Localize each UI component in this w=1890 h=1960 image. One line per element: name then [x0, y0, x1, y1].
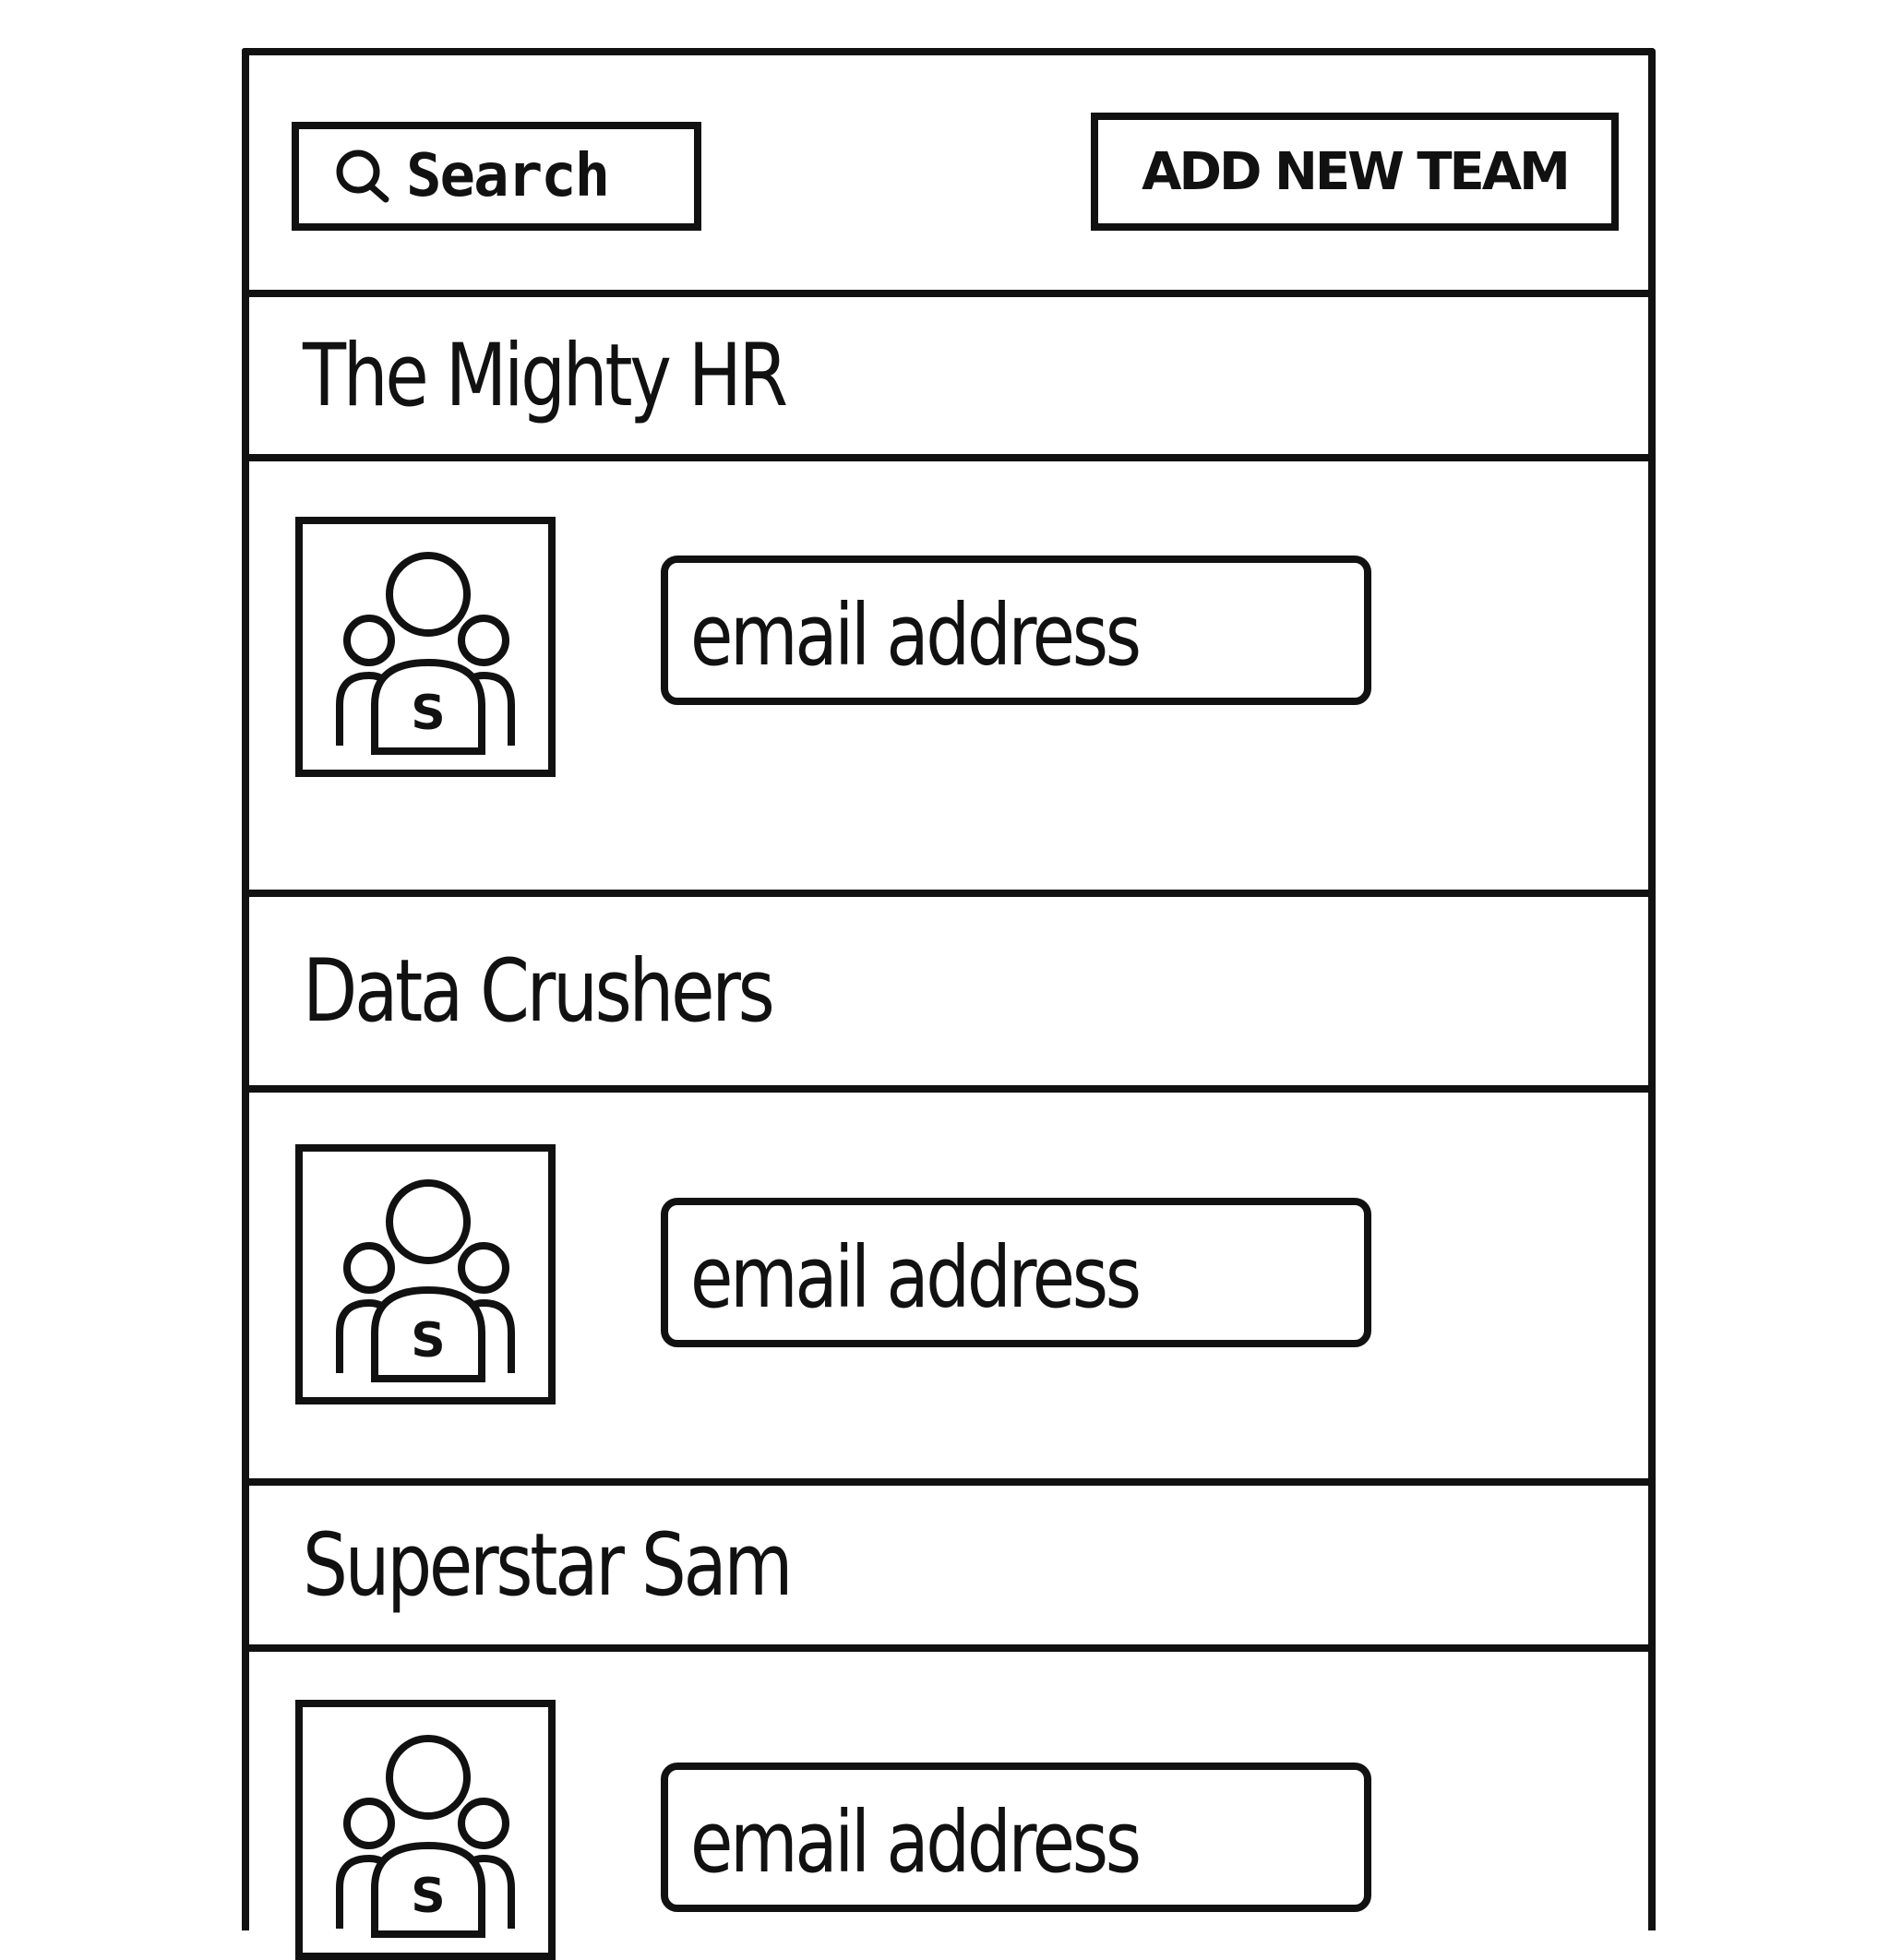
- team-avatar[interactable]: S: [295, 517, 556, 777]
- avatar-letter: S: [411, 686, 445, 741]
- search-input[interactable]: Search: [292, 122, 701, 231]
- team-group-icon: S: [336, 552, 515, 755]
- avatar-letter: S: [411, 1313, 445, 1368]
- team-row: S email address: [249, 1652, 1648, 1960]
- email-field[interactable]: email address: [661, 556, 1371, 705]
- team-name: The Mighty HR: [303, 325, 788, 426]
- email-placeholder: email address: [690, 1793, 1142, 1892]
- team-row: S email address: [249, 1093, 1648, 1486]
- team-group-icon: S: [336, 1179, 515, 1382]
- team-header-superstar-sam[interactable]: Superstar Sam: [249, 1486, 1648, 1652]
- search-label: Search: [406, 142, 610, 210]
- team-row: S email address: [249, 461, 1648, 897]
- team-name: Data Crushers: [303, 940, 775, 1042]
- avatar-letter: S: [411, 1869, 445, 1924]
- add-new-team-button[interactable]: ADD NEW TEAM: [1091, 113, 1619, 231]
- search-icon: [332, 146, 393, 207]
- team-list-panel: Search ADD NEW TEAM The Mighty HR S emai…: [242, 48, 1656, 1960]
- team-name: Superstar Sam: [303, 1514, 794, 1616]
- email-field[interactable]: email address: [661, 1198, 1371, 1347]
- email-placeholder: email address: [690, 586, 1142, 685]
- team-header-data-crushers[interactable]: Data Crushers: [249, 897, 1648, 1093]
- team-avatar[interactable]: S: [295, 1144, 556, 1404]
- team-header-the-mighty-hr[interactable]: The Mighty HR: [249, 297, 1648, 461]
- team-group-icon: S: [336, 1735, 515, 1938]
- toolbar: Search ADD NEW TEAM: [249, 55, 1648, 297]
- email-placeholder: email address: [690, 1228, 1142, 1327]
- team-avatar[interactable]: S: [295, 1700, 556, 1960]
